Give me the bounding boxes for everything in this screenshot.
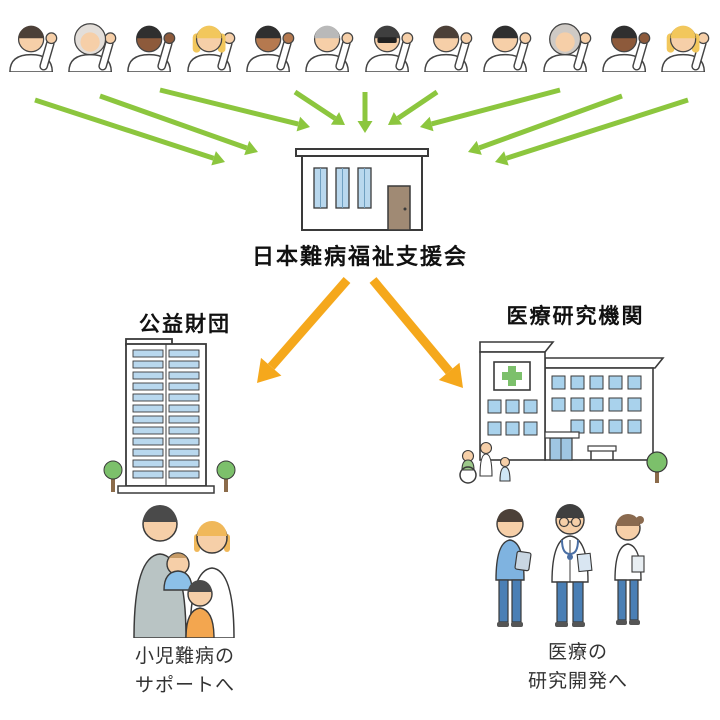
- green-arrow: [159, 87, 310, 132]
- foundation-building-icon: [102, 336, 237, 501]
- person-icon: [424, 25, 473, 72]
- foundation-heading: 公益財団: [139, 313, 231, 336]
- green-arrow: [388, 89, 439, 125]
- person-icon: [305, 25, 354, 72]
- research-caption: 医療の 研究開発へ: [488, 638, 668, 697]
- research-caption-line1: 医療の: [547, 642, 608, 663]
- green-arrow: [495, 97, 689, 166]
- orange-arrow: [257, 277, 351, 383]
- person-icon: [364, 25, 413, 72]
- green-arrow: [420, 87, 561, 132]
- foundation-caption: 小児難病の サポートへ: [95, 642, 275, 701]
- medical-staff-icon: [478, 500, 668, 640]
- green-arrow: [468, 93, 623, 155]
- foundation-caption-line2: サポートへ: [134, 675, 235, 697]
- person-icon: [68, 23, 117, 72]
- person-icon: [602, 25, 651, 72]
- family-icon: [108, 498, 258, 643]
- person-icon: [661, 25, 710, 72]
- green-arrow: [99, 93, 258, 156]
- green-arrow: [357, 92, 373, 133]
- research-heading: 医療研究機関: [506, 305, 645, 328]
- person-icon: [8, 25, 57, 72]
- green-arrow: [293, 89, 345, 125]
- research-caption-line2: 研究開発へ: [527, 671, 628, 693]
- support-association-label: 日本難病福祉支援会: [251, 244, 468, 269]
- person-icon: [127, 25, 176, 72]
- person-icon: [483, 25, 532, 72]
- supporters-row: [0, 12, 720, 72]
- foundation-caption-line1: 小児難病の: [134, 646, 235, 667]
- hospital-icon: [450, 328, 670, 498]
- support-association-building-icon: [292, 146, 432, 239]
- person-icon: [246, 25, 295, 72]
- person-icon: [542, 23, 591, 72]
- person-icon: [186, 25, 235, 72]
- green-arrow: [34, 97, 225, 166]
